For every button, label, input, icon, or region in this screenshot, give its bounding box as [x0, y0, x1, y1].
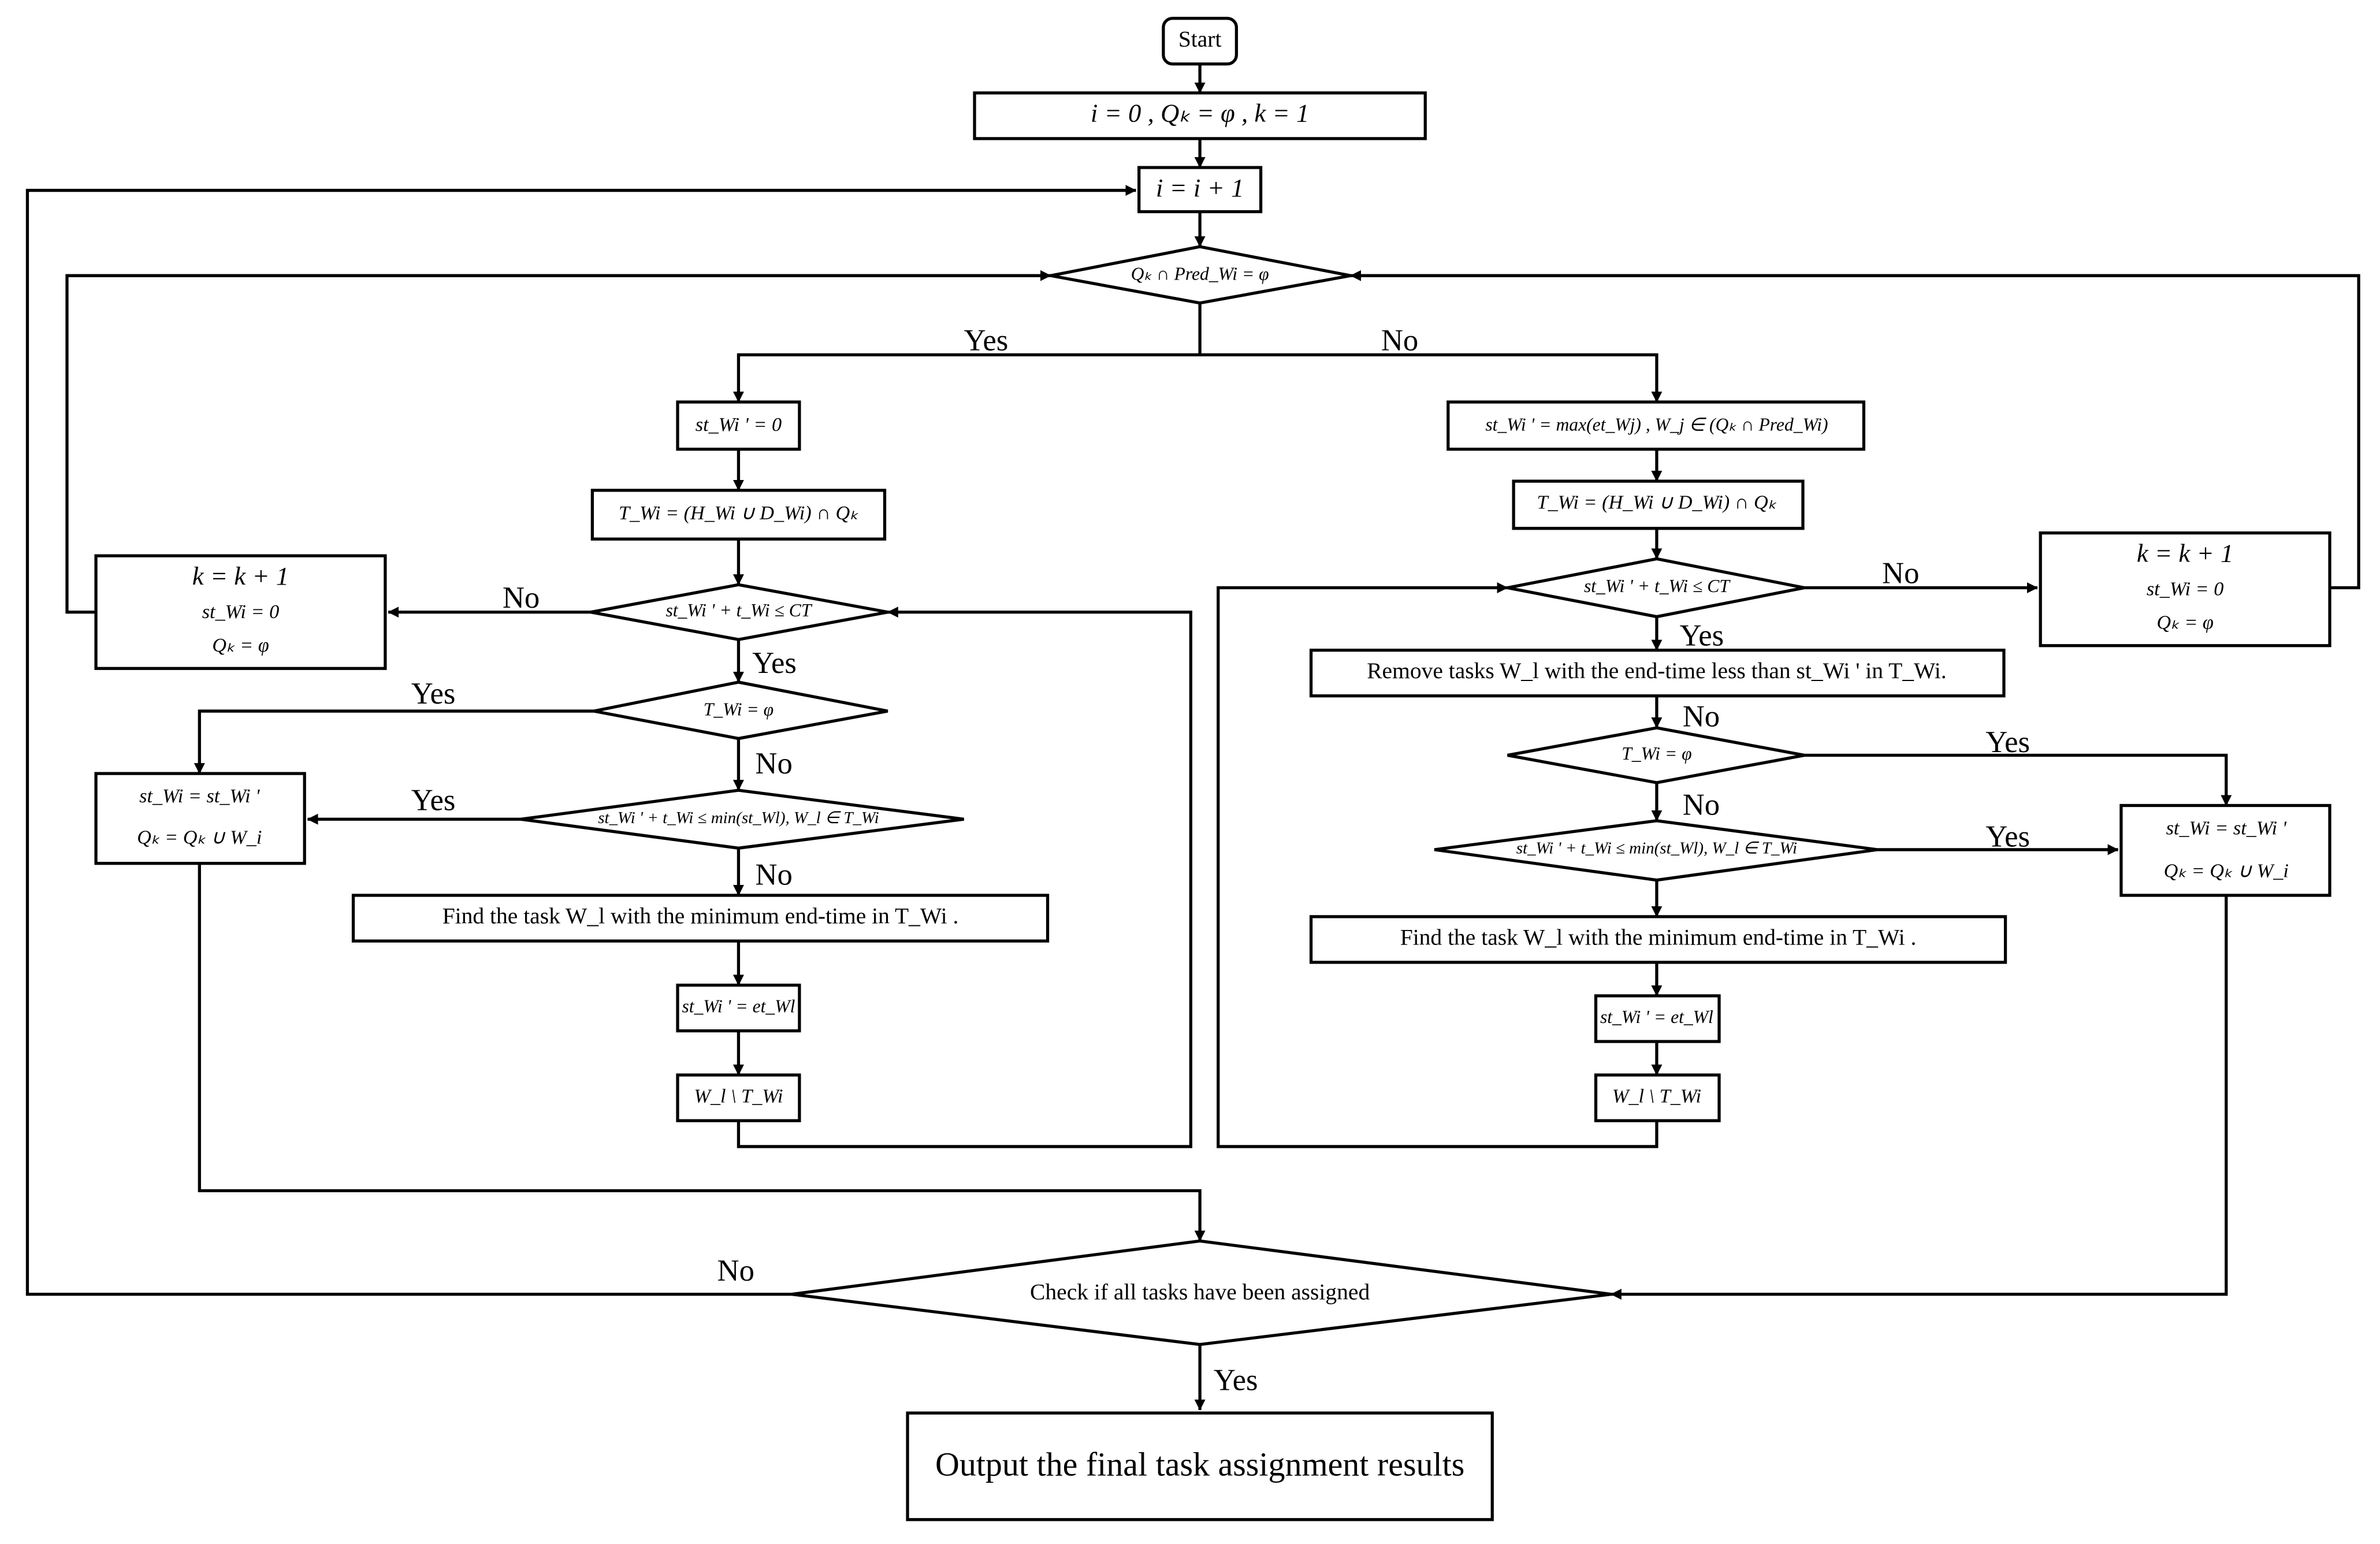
increment-label: i = i + 1 — [1156, 173, 1244, 202]
right-tset-label: T_Wi = (H_Wi ∪ D_Wi) ∩ Qₖ — [1537, 491, 1777, 513]
right-min-decision — [1434, 819, 1878, 882]
start-terminal — [1162, 17, 1239, 66]
right-find-box — [1309, 915, 2007, 964]
right-remove-label: W_l \ T_Wi — [1612, 1085, 1701, 1107]
branch-labels: Yes No No Yes Yes No Yes No No Yes No Ye… — [411, 323, 2030, 1397]
node-text: Start i = 0 , Qₖ = φ , k = 1 i = i + 1 Q… — [137, 26, 2289, 1483]
left-cycle-decision — [590, 583, 888, 641]
left-new-station-line3: Qₖ = φ — [212, 634, 269, 656]
left-st-update-label: st_Wi ' = et_Wl — [682, 996, 795, 1016]
no-label: No — [1882, 557, 1919, 590]
left-find-label: Find the task W_l with the minimum end-t… — [442, 903, 959, 929]
right-assign-line1: st_Wi = st_Wi ' — [2166, 817, 2287, 839]
left-new-station-line2: st_Wi = 0 — [202, 601, 280, 623]
connectors — [25, 64, 2360, 1411]
left-tempty-label: T_Wi = φ — [704, 699, 774, 719]
left-new-station-box — [94, 554, 387, 670]
right-st-max-label: st_Wi ' = max(et_Wj) , W_j ∈ (Qₖ ∩ Pred_… — [1485, 414, 1828, 434]
pred-decision — [1050, 245, 1351, 305]
output-box — [906, 1411, 1494, 1521]
left-tset-label: T_Wi = (H_Wi ∪ D_Wi) ∩ Qₖ — [619, 502, 858, 524]
yes-label: Yes — [411, 677, 456, 710]
no-label: No — [755, 858, 792, 892]
init-label: i = 0 , Qₖ = φ , k = 1 — [1091, 99, 1309, 128]
left-new-station-line1: k = k + 1 — [192, 561, 289, 590]
right-min-label: st_Wi ' + t_Wi ≤ min(st_Wl), W_l ∈ T_Wi — [1516, 839, 1797, 858]
start-label: Start — [1178, 26, 1222, 51]
left-assign-line2: Qₖ = Qₖ ∪ W_i — [137, 826, 262, 848]
left-tset-box — [590, 489, 887, 541]
left-min-decision — [520, 788, 964, 850]
left-tempty-decision — [593, 680, 888, 741]
right-find-label: Find the task W_l with the minimum end-t… — [1400, 925, 1917, 950]
no-label: No — [717, 1254, 754, 1288]
check-all-label: Check if all tasks have been assigned — [1030, 1279, 1370, 1305]
left-min-label: st_Wi ' + t_Wi ≤ min(st_Wl), W_l ∈ T_Wi — [598, 809, 879, 827]
no-label: No — [755, 747, 792, 780]
no-label: No — [503, 581, 540, 615]
right-tset-box — [1512, 479, 1805, 530]
yes-label: Yes — [1985, 726, 2030, 759]
right-new-station-line3: Qₖ = φ — [2156, 612, 2214, 634]
no-label: No — [1683, 788, 1720, 821]
right-new-station-box — [2039, 531, 2331, 648]
left-remove-label: W_l \ T_Wi — [694, 1085, 783, 1107]
right-assign-line2: Qₖ = Qₖ ∪ W_i — [2164, 860, 2289, 881]
right-st-update-label: st_Wi ' = et_Wl — [1600, 1007, 1713, 1027]
left-find-box — [351, 894, 1050, 943]
yes-label: Yes — [1679, 619, 1724, 653]
right-assign-box — [2119, 803, 2331, 897]
output-label: Output the final task assignment results — [935, 1445, 1464, 1483]
yes-label: Yes — [411, 783, 456, 817]
left-st-update-box — [676, 983, 801, 1033]
shapes — [94, 17, 2331, 1521]
right-tempty-label: T_Wi = φ — [1622, 743, 1691, 764]
right-tempty-decision — [1507, 726, 1805, 784]
left-cycle-label: st_Wi ' + t_Wi ≤ CT — [665, 600, 812, 620]
pred-label: Qₖ ∩ Pred_Wi = φ — [1131, 263, 1269, 284]
no-label: No — [1683, 700, 1720, 733]
right-new-station-line2: st_Wi = 0 — [2147, 578, 2224, 600]
left-st-zero-label: st_Wi ' = 0 — [696, 414, 782, 436]
yes-label: Yes — [1214, 1364, 1258, 1397]
yes-label: Yes — [752, 646, 797, 680]
no-label: No — [1381, 323, 1418, 357]
yes-label: Yes — [1985, 820, 2030, 854]
left-st-zero-box — [676, 400, 801, 451]
increment-box — [1137, 166, 1263, 214]
right-new-station-line1: k = k + 1 — [2137, 538, 2233, 567]
right-remove-early-label: Remove tasks W_l with the end-time less … — [1367, 658, 1946, 683]
right-remove-box — [1594, 1073, 1721, 1122]
left-remove-box — [676, 1073, 801, 1122]
right-st-update-box — [1594, 994, 1721, 1043]
right-cycle-decision — [1507, 557, 1805, 619]
check-all-decision — [791, 1239, 1612, 1346]
right-st-max-box — [1446, 400, 1866, 451]
right-remove-early-box — [1309, 648, 2006, 698]
yes-label: Yes — [964, 323, 1009, 357]
left-assign-box — [94, 772, 306, 865]
init-box — [973, 91, 1427, 140]
left-assign-line1: st_Wi = st_Wi ' — [139, 785, 260, 807]
right-cycle-label: st_Wi ' + t_Wi ≤ CT — [1584, 576, 1731, 596]
